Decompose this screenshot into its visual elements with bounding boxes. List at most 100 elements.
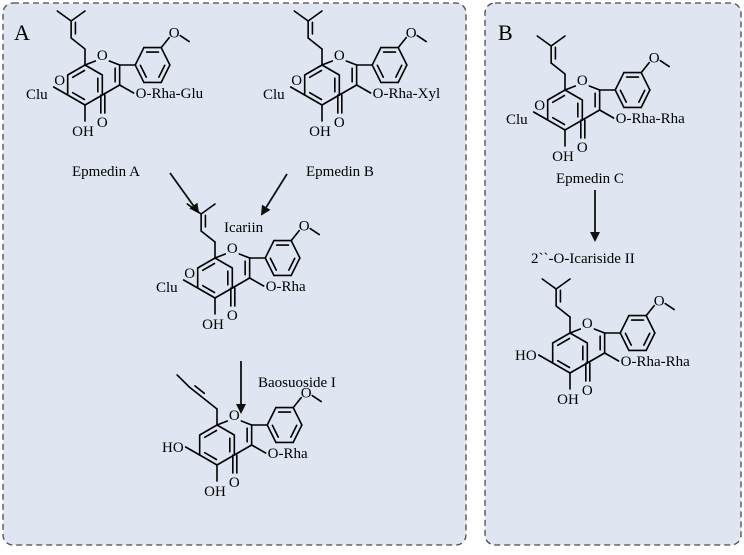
bond [290,257,301,277]
bond [290,239,301,259]
bond [160,64,171,84]
substituent-7-oxygen: O [54,73,65,89]
bond [184,446,201,456]
panel-b-frame [484,2,742,546]
bond [371,64,382,84]
bond [266,406,277,426]
bond [292,424,303,444]
bond [586,352,606,364]
double-bond [71,69,86,79]
substituent-7: Clu [156,280,178,296]
bond [355,84,372,94]
double-bond [201,262,216,272]
bond [537,354,554,364]
bond [564,85,577,91]
bond [134,46,145,66]
double-bond [643,332,651,346]
ring-oxygen: O [227,241,238,257]
arrow-epmedin-a-to-icariin [169,172,200,214]
baosuoside-name: Baosuoside I [258,375,336,391]
hydroxyl-5: OH [72,124,94,140]
bond [321,60,334,66]
ring-oxygen: O [97,48,108,64]
carbonyl-oxygen: O [334,115,345,131]
bond [238,253,251,259]
bond [101,84,121,96]
bond [52,86,69,96]
bond [546,119,566,131]
bond [640,61,651,74]
bond [196,287,216,299]
double-bond [194,385,206,395]
bond [564,89,584,101]
panel-a-frame [2,2,467,546]
bond [118,84,135,94]
bond [338,84,358,96]
icariin-name: Icariin [224,220,264,236]
bond [664,302,676,311]
double-bond [203,451,218,461]
carbonyl-oxygen: O [582,383,593,399]
hydroxyl-5: OH [309,124,331,140]
bond [216,454,236,466]
double-bond [288,257,296,271]
bond [619,332,630,352]
bond [321,94,341,106]
bond [198,454,218,466]
bond [321,64,341,76]
substituent-3: O-Rha-Glu [136,86,204,102]
bond [555,305,571,318]
bond [134,64,145,84]
double-bond [158,64,166,78]
bond [551,332,571,344]
panel-a-label: A [14,20,30,45]
double-bond [556,337,571,347]
double-bond [308,91,323,101]
substituent-7-oxygen: O [184,266,195,282]
bond [581,109,601,121]
substituent-7: Clu [26,87,48,103]
substituent-3: O-Rha-Rha [616,111,685,127]
double-bond [139,64,148,78]
ring-oxygen: O [334,48,345,64]
bond [264,239,275,259]
bond [202,397,218,410]
bond [290,229,301,242]
hydroxyl-5: OH [204,484,226,500]
methoxy-oxygen: O [649,51,660,67]
bond [289,86,306,96]
bond [216,424,236,436]
bond [532,111,549,121]
double-bond [290,424,298,438]
carbonyl-oxygen: O [97,115,108,131]
bond [179,34,191,43]
bond [645,304,656,317]
panel-b-label: B [498,20,513,45]
bond [70,37,86,50]
double-bond [619,89,628,103]
bond [303,64,323,76]
bond [266,424,277,444]
bond [56,10,72,22]
double-bond [551,94,566,104]
bond [536,35,552,47]
substituent-7: HO [162,440,184,456]
bond [588,85,601,91]
bond [598,109,615,119]
ring-oxygen: O [582,316,593,332]
bond [569,332,589,344]
ring-oxygen: O [577,73,588,89]
arrow-epmedin-b-to-icariin [260,173,288,216]
bond [240,420,253,426]
bond [546,89,566,101]
bond [645,332,656,352]
bond [200,230,216,243]
substituent-3: O-Rha-Rha [621,354,690,370]
epmedin-c-name: Epmedin C [556,171,624,187]
